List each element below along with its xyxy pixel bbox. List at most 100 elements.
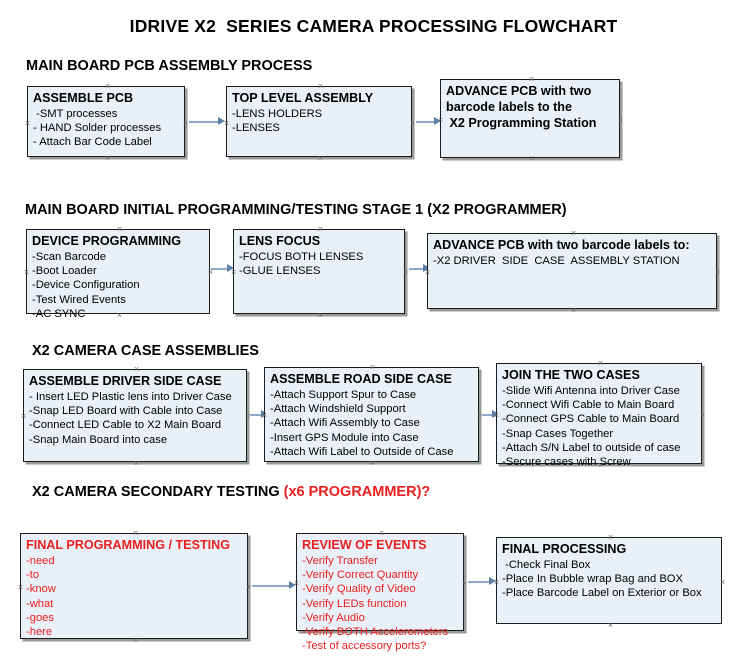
flow-box-advance-pcb-driver-side-case[interactable]: ADVANCE PCB with two barcode labels to: … xyxy=(427,233,717,309)
connector-line xyxy=(250,414,264,416)
box-line: -need xyxy=(26,555,55,567)
connector-handle-bottom[interactable] xyxy=(103,154,112,163)
flow-box-join-the-two-cases[interactable]: JOIN THE TWO CASES -Slide Wifi Antenna i… xyxy=(496,363,702,468)
box-line: -Verify LEDs function xyxy=(302,597,407,610)
box-line: -SMT processes xyxy=(33,108,118,120)
connector-handle-right[interactable] xyxy=(718,578,727,587)
box-line: -Verify Transfer xyxy=(302,555,378,567)
connector-handle-bottom[interactable] xyxy=(316,311,325,320)
flow-box-advance-pcb-programming-station[interactable]: ADVANCE PCB with two barcode labels to t… xyxy=(440,79,620,158)
connector-arrow-icon xyxy=(218,117,225,125)
box-title: DEVICE PROGRAMMING xyxy=(32,234,182,248)
box-title: FINAL PROCESSING xyxy=(502,542,627,556)
box-line: -Snap Cases Together xyxy=(502,427,614,440)
box-line: -Connect Wifi Cable to Main Board xyxy=(502,399,675,412)
box-line: -Secure cases with Screw xyxy=(502,456,631,469)
connector-line xyxy=(409,268,426,270)
box-title: ADVANCE PCB with two xyxy=(446,84,592,98)
section-heading-3: X2 CAMERA CASE ASSEMBLIES xyxy=(32,343,259,359)
section-heading-4-suffix: (x6 PROGRAMMER)? xyxy=(283,484,431,500)
connector-handle-left[interactable] xyxy=(22,268,31,277)
flow-box-review-of-events[interactable]: REVIEW OF EVENTS -Verify Transfer -Verif… xyxy=(296,533,464,652)
section-heading-4-main: X2 CAMERA SECONDARY TESTING xyxy=(32,484,284,500)
connector-handle-top[interactable] xyxy=(596,359,605,368)
connector-handle-bottom[interactable] xyxy=(606,621,615,630)
box-line: -Boot Loader xyxy=(32,265,97,278)
section-heading-4: X2 CAMERA SECONDARY TESTING (x6 PROGRAMM… xyxy=(32,484,430,500)
connector-handle-top[interactable] xyxy=(115,225,124,234)
box-line: -Attach Support Spur to Case xyxy=(270,389,417,401)
connector-handle-top[interactable] xyxy=(606,533,615,542)
connector-handle-bottom[interactable] xyxy=(132,459,141,468)
connector-handle-top[interactable] xyxy=(316,225,325,234)
box-title: ASSEMBLE PCB xyxy=(33,91,134,105)
flow-box-final-programming-testing[interactable]: FINAL PROGRAMMING / TESTING -need -to -k… xyxy=(20,533,248,639)
flow-box-final-processing[interactable]: FINAL PROCESSING -Check Final Box -Place… xyxy=(496,537,722,624)
connector-handle-bottom[interactable] xyxy=(368,459,377,468)
connector-line xyxy=(189,121,222,123)
connector-handle-top[interactable] xyxy=(368,363,377,372)
box-line: X2 Programming Station xyxy=(446,116,597,130)
flow-box-assemble-pcb[interactable]: ASSEMBLE PCB -SMT processes - HAND Solde… xyxy=(27,86,185,157)
box-line: -X2 DRIVER SIDE CASE ASSEMBLY STATION xyxy=(433,255,680,267)
connector-arrow-icon xyxy=(227,264,234,272)
connector-handle-top[interactable] xyxy=(132,365,141,374)
flow-box-assemble-road-side-case[interactable]: ASSEMBLE ROAD SIDE CASE -Attach Support … xyxy=(264,367,479,462)
box-title: TOP LEVEL ASSEMBLY xyxy=(232,91,374,105)
connector-handle-right[interactable] xyxy=(713,268,722,277)
box-line: -Insert GPS Module into Case xyxy=(270,431,419,444)
box-line: -Place In Bubble wrap Bag and BOX xyxy=(502,573,683,586)
box-line: - Insert LED Plastic lens into Driver Ca… xyxy=(29,391,232,403)
box-line: -LENSES xyxy=(232,122,280,135)
flow-box-lens-focus[interactable]: LENS FOCUS -FOCUS BOTH LENSES -GLUE LENS… xyxy=(233,229,405,314)
flow-box-device-programming[interactable]: DEVICE PROGRAMMING -Scan Barcode -Boot L… xyxy=(26,229,210,320)
flow-box-assemble-driver-side-case[interactable]: ASSEMBLE DRIVER SIDE CASE - Insert LED P… xyxy=(23,369,247,462)
box-line: -goes xyxy=(26,611,54,624)
box-line: -know xyxy=(26,583,56,596)
box-line: -Check Final Box xyxy=(502,559,591,571)
box-line: -Verify Audio xyxy=(302,611,365,624)
connector-line xyxy=(482,414,495,416)
connector-arrow-icon xyxy=(492,410,499,418)
box-title: JOIN THE TWO CASES xyxy=(502,368,640,382)
connector-handle-right[interactable] xyxy=(698,411,707,420)
box-line: -Attach Wifi Label to Outside of Case xyxy=(270,445,454,458)
box-line: -GLUE LENSES xyxy=(239,265,321,278)
flow-box-top-level-assembly[interactable]: TOP LEVEL ASSEMBLY -LENS HOLDERS -LENSES xyxy=(226,86,412,157)
connector-arrow-icon xyxy=(423,264,430,272)
box-line: -Connect GPS Cable to Main Board xyxy=(502,413,680,426)
connector-handle-bottom[interactable] xyxy=(569,306,578,315)
connector-handle-top[interactable] xyxy=(569,229,578,238)
box-line: -Attach Wifi Assembly to Case xyxy=(270,417,420,430)
box-line: -Verify Quality of Video xyxy=(302,583,416,596)
box-line: -Scan Barcode xyxy=(32,251,107,263)
connector-handle-top[interactable] xyxy=(316,82,325,91)
box-title: ASSEMBLE ROAD SIDE CASE xyxy=(270,372,452,386)
connector-line xyxy=(416,121,437,123)
box-title: ADVANCE PCB with two barcode labels to: xyxy=(433,238,690,252)
section-heading-1: MAIN BOARD PCB ASSEMBLY PROCESS xyxy=(26,58,313,74)
box-title: REVIEW OF EVENTS xyxy=(302,538,427,552)
box-line: barcode labels to the xyxy=(446,100,572,114)
box-line: -to xyxy=(26,569,40,582)
connector-handle-left[interactable] xyxy=(16,583,25,592)
connector-line xyxy=(252,585,292,587)
box-line: -here xyxy=(26,626,53,639)
connector-handle-top[interactable] xyxy=(527,75,536,84)
connector-handle-top[interactable] xyxy=(103,82,112,91)
connector-handle-top[interactable] xyxy=(377,529,386,538)
box-line: -Attach S/N Label to outside of case xyxy=(502,441,681,454)
box-line: -Snap Main Board into case xyxy=(29,433,168,446)
section-heading-2: MAIN BOARD INITIAL PROGRAMMING/TESTING S… xyxy=(25,202,567,218)
connector-handle-top[interactable] xyxy=(131,529,140,538)
connector-handle-left[interactable] xyxy=(23,119,32,128)
box-title: FINAL PROGRAMMING / TESTING xyxy=(26,538,231,552)
connector-handle-left[interactable] xyxy=(19,412,28,421)
connector-handle-right[interactable] xyxy=(616,116,625,125)
connector-handle-bottom[interactable] xyxy=(316,154,325,163)
box-line: -what xyxy=(26,597,54,610)
connector-handle-bottom[interactable] xyxy=(527,154,536,163)
box-line: -Test Wired Events xyxy=(32,293,126,306)
connector-arrow-icon xyxy=(289,581,296,589)
